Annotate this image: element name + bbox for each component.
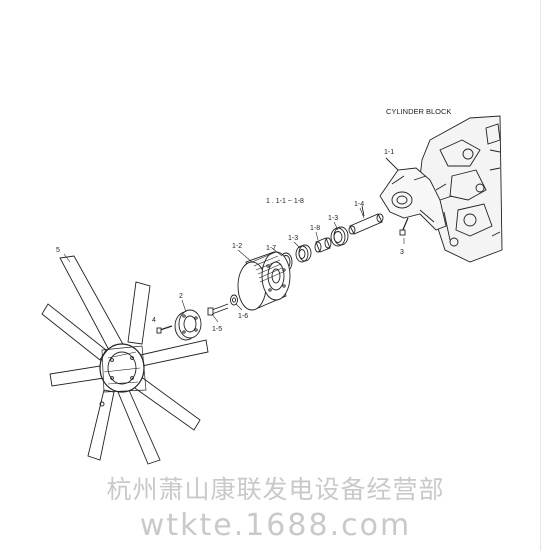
collar	[314, 237, 332, 253]
callout-bolt-1-5: 1-5	[212, 326, 222, 333]
pulley	[237, 251, 291, 311]
bolt-4	[156, 325, 173, 334]
callout-bracket: 1-1	[384, 149, 394, 156]
cooling-fan	[41, 255, 209, 465]
callout-pulley: 1-2	[232, 243, 242, 250]
watermark-company: 杭州萧山康联发电设备经营部	[106, 475, 445, 504]
bearing-right	[330, 226, 349, 247]
callout-snap-ring: 1-7	[266, 245, 276, 252]
bearing-left	[295, 244, 312, 263]
callout-spacer: 2	[179, 293, 183, 300]
shaft	[348, 205, 384, 235]
callout-shaft: 1-4	[354, 201, 364, 208]
callout-collar: 1-8	[310, 225, 320, 232]
image-edge-line	[540, 0, 541, 551]
bolt-1-5	[207, 303, 229, 316]
callout-bolt-3: 3	[400, 249, 404, 256]
leader-lines	[63, 207, 405, 323]
fan-bracket	[379, 157, 447, 231]
assembly-label: 1 . 1-1 ~ 1-8	[266, 198, 304, 205]
callout-fan: 5	[56, 247, 60, 254]
callout-bearing-right: 1-3	[328, 215, 338, 222]
spacer	[174, 309, 202, 341]
bolt-3	[399, 217, 409, 236]
cylinder-block-label: CYLINDER BLOCK	[386, 107, 451, 116]
callout-washer: 1-6	[238, 313, 248, 320]
callout-bolt-4: 4	[152, 317, 156, 324]
washer	[230, 294, 238, 306]
callout-bearing-left: 1-3	[288, 235, 298, 242]
watermark-site: wtkte.1688.com	[139, 508, 412, 543]
